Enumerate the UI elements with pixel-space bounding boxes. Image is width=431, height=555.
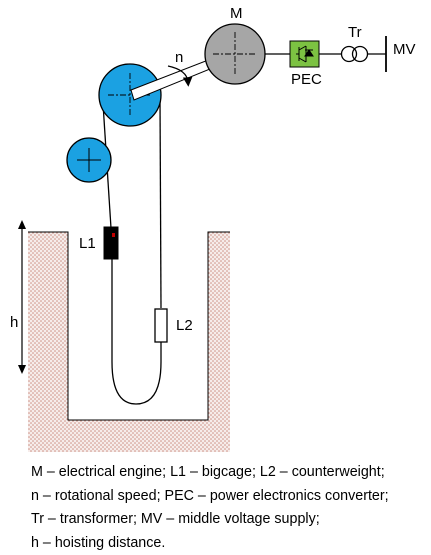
hoist-diagram: h M n PEC Tr MV L1 <box>0 0 431 460</box>
legend-line: h – hoisting distance. <box>31 532 431 555</box>
height-arrow-top <box>18 220 26 229</box>
label-speed: n <box>175 49 183 66</box>
label-h: h <box>10 314 18 331</box>
cage-marker <box>112 233 115 237</box>
rope-loop <box>112 258 161 404</box>
legend-line: Tr – transformer; MV – middle voltage su… <box>31 508 431 532</box>
label-mv: MV <box>393 41 416 58</box>
rope-right <box>160 98 161 308</box>
legend-line: n – rotational speed; PEC – power electr… <box>31 485 431 509</box>
shaft-ground <box>28 232 230 452</box>
counterweight-l2 <box>155 309 167 342</box>
label-transformer: Tr <box>348 24 362 41</box>
label-counterweight: L2 <box>176 317 193 334</box>
label-pec: PEC <box>291 71 322 88</box>
label-cage: L1 <box>79 235 96 252</box>
pec-block <box>290 41 319 67</box>
legend-line: M – electrical engine; L1 – bigcage; L2 … <box>31 461 431 485</box>
height-arrow-bottom <box>18 365 26 374</box>
label-motor: M <box>230 5 243 22</box>
legend: M – electrical engine; L1 – bigcage; L2 … <box>31 461 431 555</box>
cage-l1 <box>104 227 118 259</box>
